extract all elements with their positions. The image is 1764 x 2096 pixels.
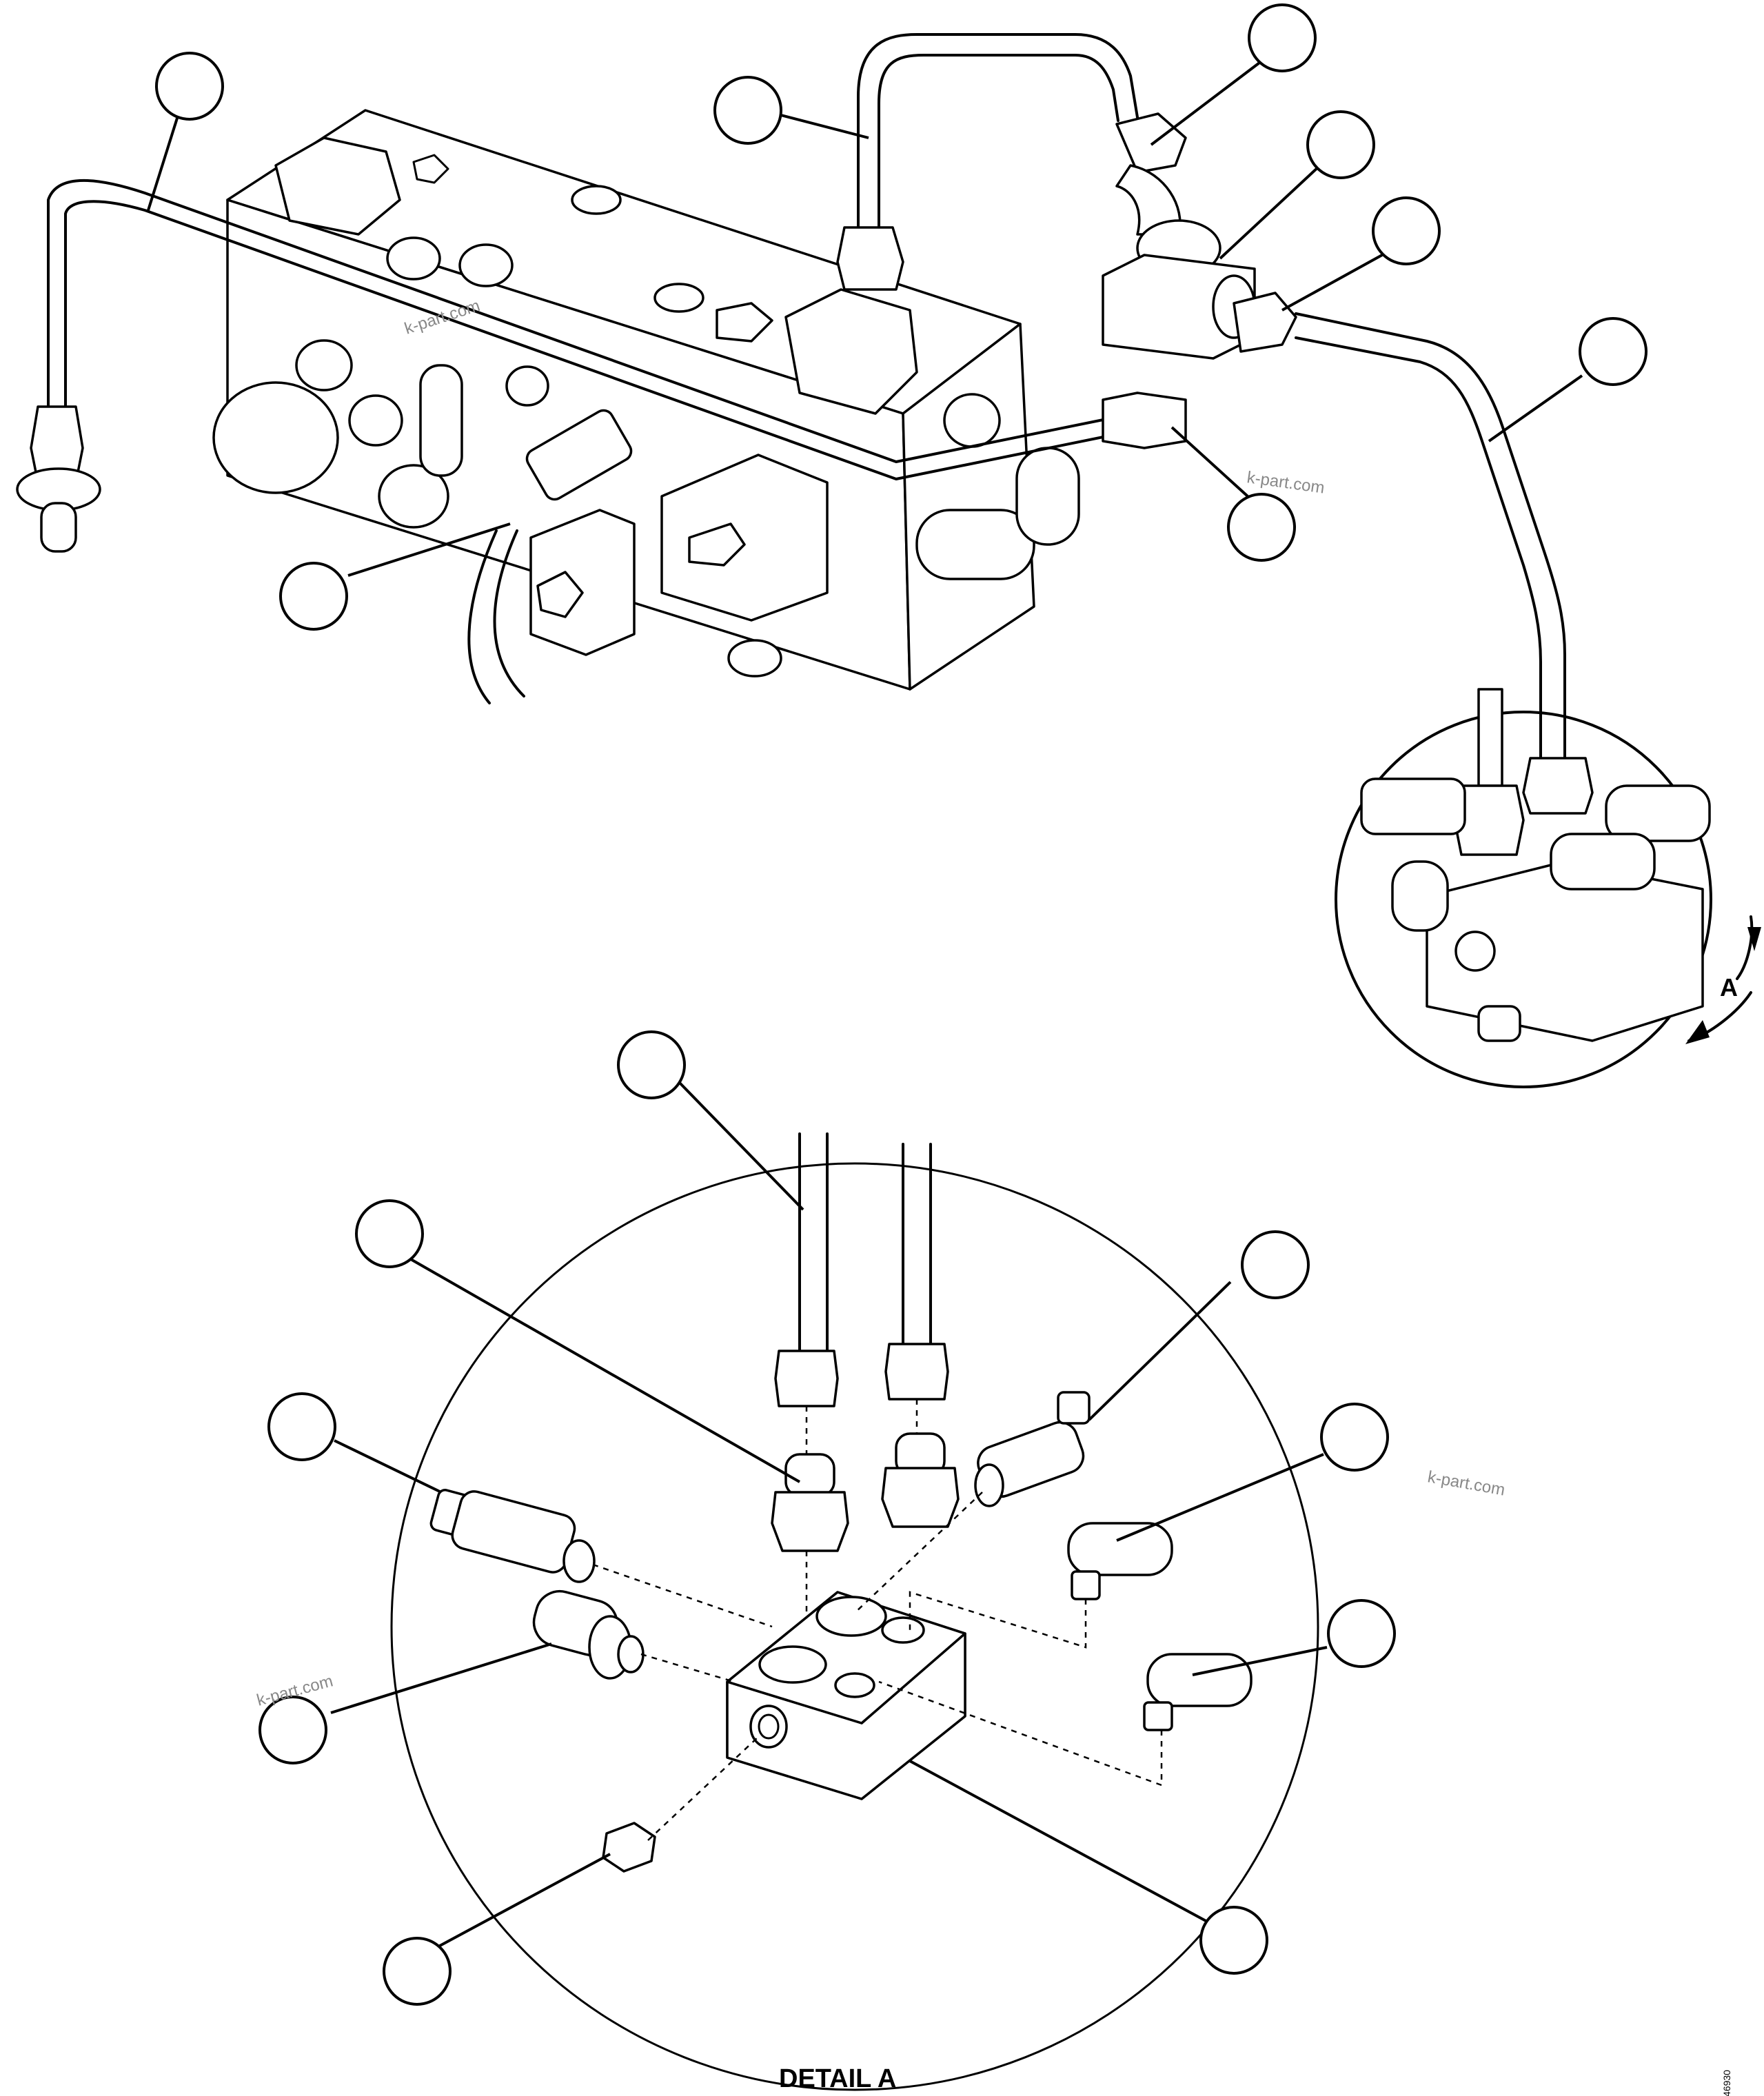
callout-balloon (1199, 1906, 1268, 1975)
callout-balloon (155, 52, 224, 121)
detail-a-view: DETAIL A (258, 1030, 1396, 2093)
pipe-right (1295, 312, 1566, 766)
small-plug (602, 1822, 656, 1873)
plug-left (532, 1589, 645, 1680)
callout-balloon (258, 1696, 327, 1764)
callout-balloon (1372, 196, 1441, 265)
callout-balloon (1579, 317, 1648, 386)
adapter-right (881, 1432, 960, 1528)
detail-title: DETAIL A (779, 2064, 896, 2093)
manifold-block (212, 109, 1080, 704)
callout-balloon (1227, 493, 1296, 562)
detail-a-callout: A (1335, 688, 1761, 1088)
pressure-switch-left (429, 1489, 596, 1583)
callout-balloon (1327, 1599, 1396, 1668)
callouts-detail (258, 1030, 1396, 2006)
callout-balloon (279, 562, 348, 631)
callout-balloon (1241, 1230, 1310, 1299)
figure-code: 46930 (1721, 2070, 1732, 2096)
tee-fitting (1102, 254, 1297, 449)
callout-balloon (1306, 110, 1375, 179)
adapter-left (771, 1453, 849, 1552)
manifold-assembly: A (16, 3, 1761, 1088)
detail-manifold-block (726, 1591, 966, 1800)
callout-balloon (1248, 3, 1317, 72)
callout-balloon (713, 76, 782, 145)
watermark: k-part.com (1426, 1467, 1506, 1499)
callout-balloon (267, 1392, 336, 1461)
callout-balloon (1320, 1403, 1389, 1472)
check-valve-lower (1143, 1653, 1253, 1731)
callout-balloon (355, 1199, 424, 1268)
pipe-loop-top (836, 33, 1221, 291)
sensor-right (974, 1391, 1091, 1507)
pipe-left (16, 179, 1118, 553)
view-letter: A (1720, 973, 1738, 1001)
check-valve-upper (1067, 1522, 1173, 1600)
callout-balloon (383, 1937, 452, 2006)
callouts-top (147, 3, 1648, 631)
callout-balloon (617, 1030, 686, 1099)
